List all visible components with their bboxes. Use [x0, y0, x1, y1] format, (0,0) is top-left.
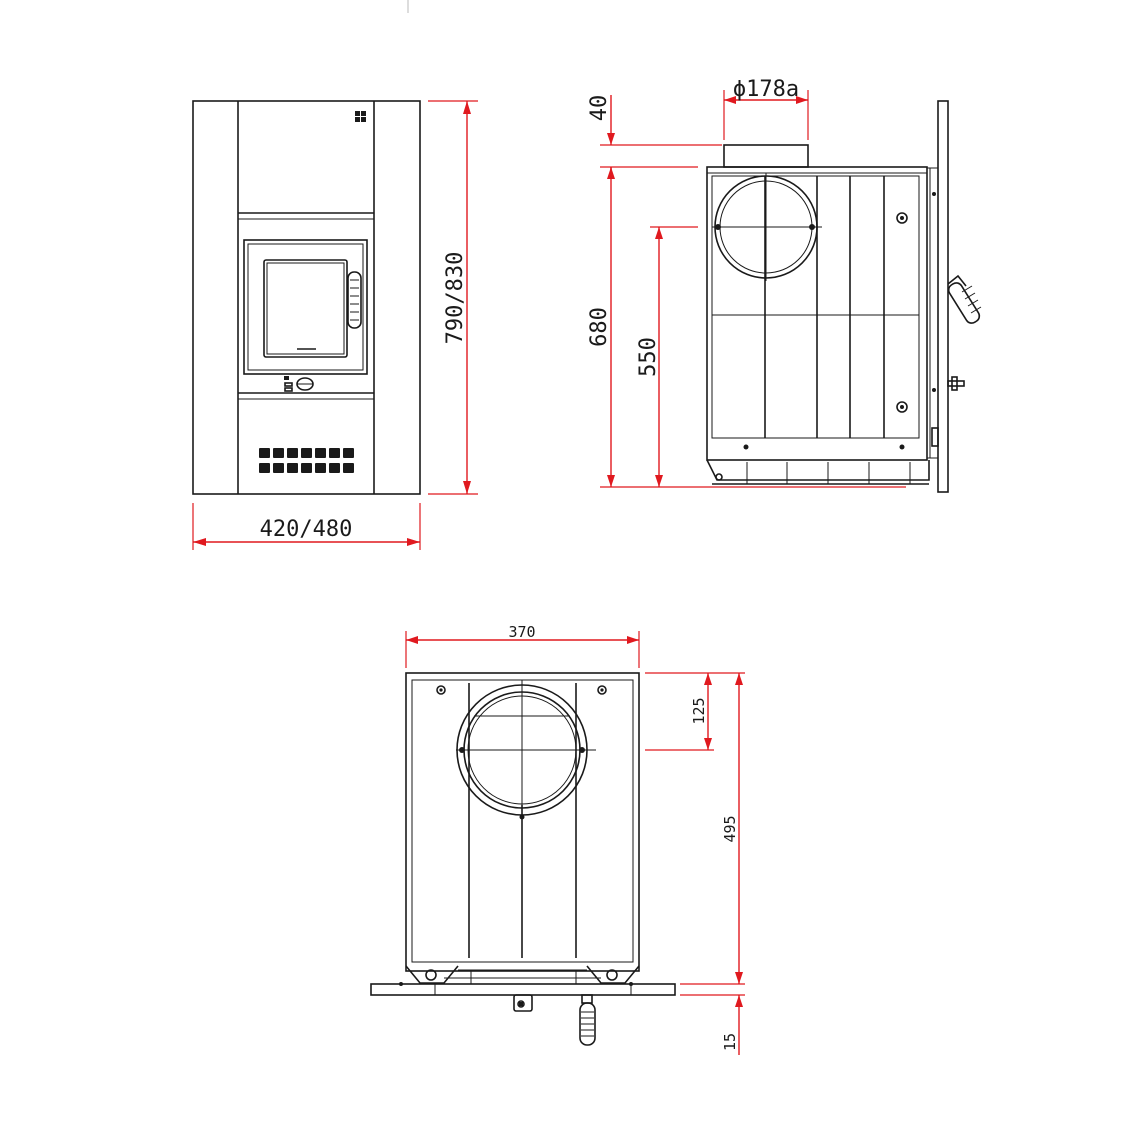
side-top-offset-dimension [600, 95, 722, 179]
vent-grille [259, 448, 354, 473]
door-handle-icon [347, 271, 362, 329]
top-door-handle-icon [579, 994, 596, 1046]
top-flue-offset-label: 125 [690, 697, 708, 724]
top-plate-label: 15 [721, 1033, 739, 1051]
top-view [370, 631, 745, 1055]
brand-logo-icon [355, 111, 366, 122]
side-top-offset-label: 40 [587, 95, 612, 122]
front-body [192, 100, 421, 495]
top-depth-label: 495 [721, 815, 739, 842]
top-body [405, 672, 640, 972]
top-plate-dimension [680, 994, 745, 1055]
top-flue-outlet [456, 680, 596, 820]
front-door [243, 239, 368, 375]
side-flue-height-dimension [650, 226, 698, 487]
front-width-label: 420/480 [260, 517, 353, 542]
side-view [600, 90, 982, 493]
side-door-handle-icon [947, 274, 982, 324]
side-flue-height-label: 550 [636, 337, 661, 377]
side-flue-diameter-dimension [723, 90, 809, 140]
front-view [192, 100, 478, 550]
front-width-dimension [192, 503, 421, 550]
top-control-knob-icon [513, 994, 533, 1012]
side-flue-collar [723, 144, 809, 168]
front-glass [263, 259, 348, 358]
side-flue-diameter-label: ϕ178a [733, 77, 799, 102]
side-height-label: 680 [587, 307, 612, 347]
top-flue-offset-dimension [645, 672, 745, 751]
top-depth-dimension [680, 673, 745, 985]
side-flue-outlet [712, 173, 822, 281]
control-knob-icon [284, 376, 314, 392]
side-height-dimension [600, 167, 906, 488]
side-front-plate [937, 100, 949, 493]
top-width-dimension [405, 631, 640, 668]
top-front-plate [370, 983, 676, 996]
front-height-label: 790/830 [443, 252, 468, 345]
top-width-label: 370 [508, 623, 535, 641]
front-height-dimension [428, 100, 478, 495]
side-control-knob-icon [947, 376, 965, 391]
